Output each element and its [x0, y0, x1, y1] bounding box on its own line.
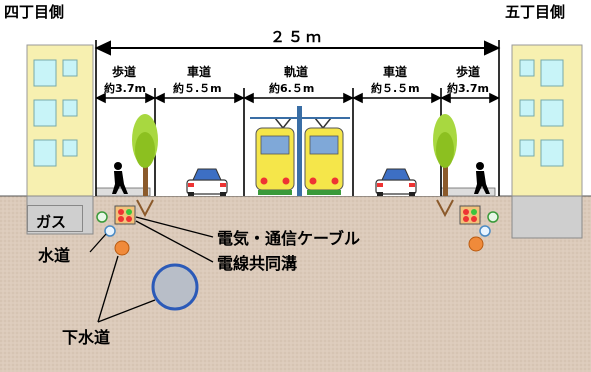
water-pipe: [104, 225, 116, 237]
right-pedestrian-icon: [474, 162, 490, 194]
left-tree: [132, 114, 158, 218]
main-sewer-pipe: [151, 263, 199, 311]
lane-name-track: 軌道: [284, 65, 309, 79]
right-building: [511, 44, 583, 197]
right-tram-icon: [304, 117, 344, 195]
left-sewer-pipe: [114, 240, 130, 256]
right-building-basement: [511, 195, 583, 239]
lane-width-sidewalk-right: 約3.7m: [447, 82, 489, 95]
gas-label-box: ガス: [27, 205, 83, 232]
gas-label: ガス: [36, 213, 67, 231]
total-width-arrow: [94, 40, 501, 56]
right-sewer-pipe: [468, 236, 484, 252]
total-width-label: ２５ｍ: [270, 28, 325, 46]
lane-name-sidewalk-left: 歩道: [112, 65, 137, 79]
lane-width-road-right: 約５.５m: [371, 82, 420, 95]
left-pedestrian-icon: [112, 162, 128, 194]
lane-width-arrows: [95, 92, 500, 104]
right-tree: [433, 114, 457, 218]
lane-name-road-left: 車道: [187, 65, 212, 79]
right-gas-pipe: [487, 211, 499, 223]
center-pole: [297, 106, 302, 196]
left-tram-icon: [255, 117, 295, 195]
right-side-label: 五丁目側: [505, 3, 566, 21]
duct-label: 電線共同溝: [217, 254, 298, 273]
left-side-label: 四丁目側: [4, 3, 65, 21]
lane-width-sidewalk-left: 約3.7m: [104, 82, 146, 95]
water-label: 水道: [38, 246, 71, 265]
right-water-pipe: [479, 225, 491, 237]
ground: [0, 196, 591, 372]
left-utility-box: [114, 205, 136, 225]
left-building: [26, 44, 94, 197]
right-car-icon: [375, 168, 417, 196]
left-car-icon: [186, 168, 228, 196]
lane-width-road-left: 約５.５m: [173, 82, 222, 95]
gas-pipe: [96, 211, 108, 223]
lane-width-track: 約6.５m: [269, 82, 315, 95]
street-surface: [93, 96, 499, 196]
sewer-label: 下水道: [62, 328, 111, 347]
cable-label: 電気・通信ケーブル: [217, 229, 361, 248]
lane-name-sidewalk-right: 歩道: [456, 65, 481, 79]
lane-name-road-right: 車道: [383, 65, 408, 79]
right-utility-box: [459, 205, 481, 225]
